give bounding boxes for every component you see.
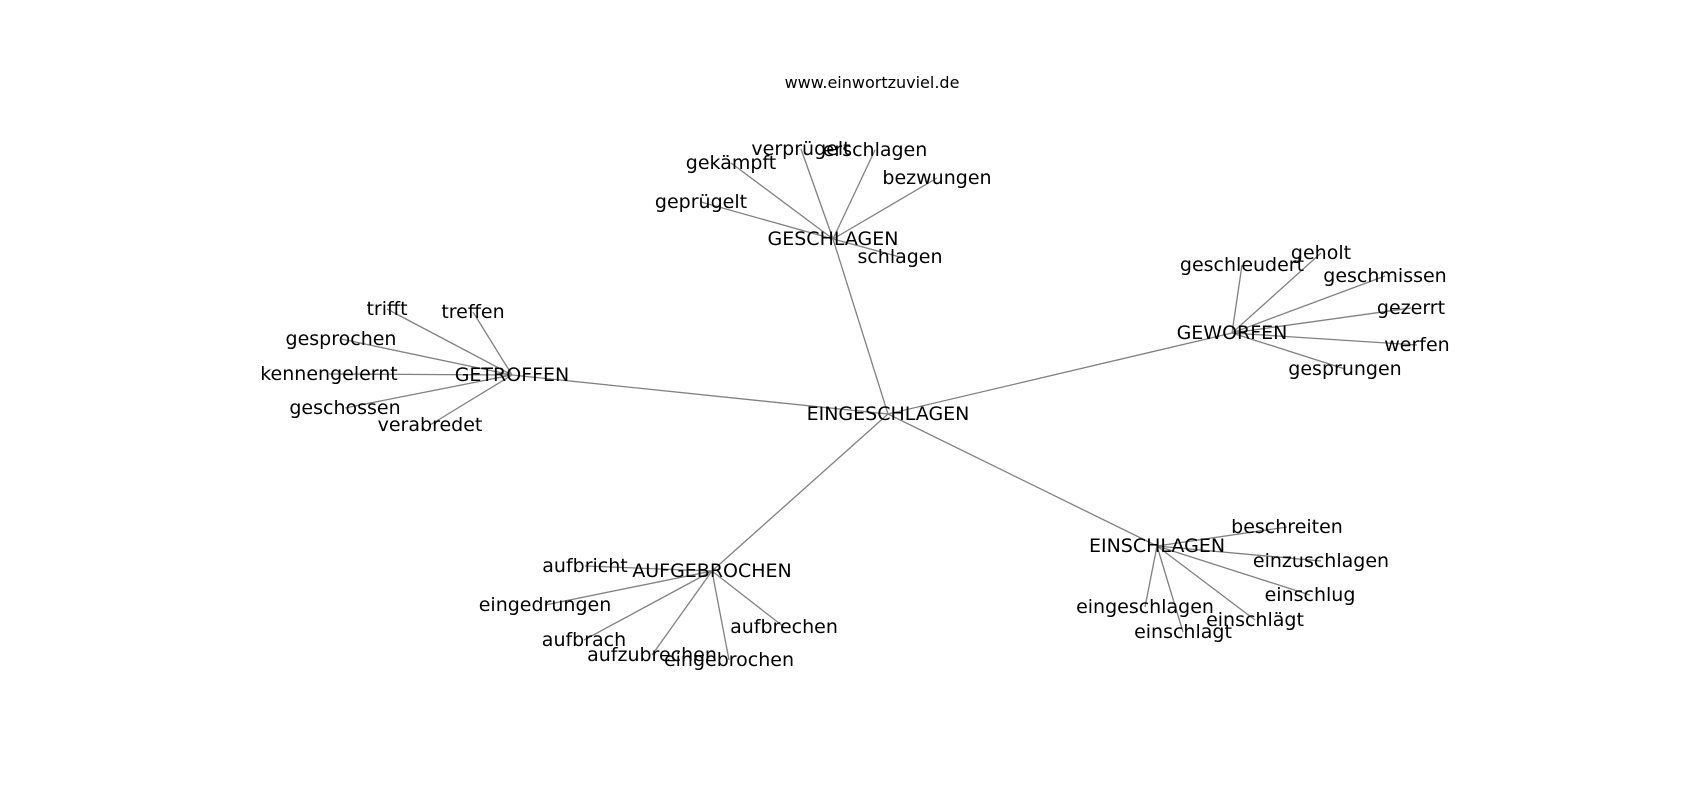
- node-leaf-einschlagen-3: einschlägt: [1206, 609, 1304, 631]
- node-leaf-einschlagen-0: beschreiten: [1231, 516, 1343, 538]
- node-leaf-aufgebrochen-5: aufbrechen: [730, 616, 838, 638]
- edges-layer: [328, 148, 1418, 661]
- node-leaf-geworfen-2: geschmissen: [1323, 265, 1446, 287]
- edge-einschlagen-4: [1156, 545, 1184, 633]
- node-hub-aufgebrochen: AUFGEBROCHEN: [632, 560, 792, 582]
- edge-geschlagen-2: [832, 149, 876, 240]
- node-leaf-geworfen-0: geschleudert: [1180, 254, 1304, 276]
- edge-geworfen-4: [1231, 332, 1418, 346]
- node-leaf-geschlagen-3: bezwungen: [882, 167, 991, 189]
- node-leaf-aufgebrochen-0: aufbricht: [542, 555, 627, 577]
- edge-einschlagen-2: [1156, 545, 1311, 596]
- edge-geschlagen-0: [730, 162, 834, 240]
- nodes-layer: EINGESCHLAGEN GESCHLAGEN gekämpftverprügel…: [260, 138, 1450, 671]
- edge-geschlagen-4: [700, 201, 834, 240]
- node-leaf-einschlagen-1: einzuschlagen: [1253, 550, 1389, 572]
- node-hub-geworfen: GEWORFEN: [1177, 322, 1288, 344]
- edge-aufgebrochen-5: [711, 570, 785, 628]
- node-leaf-geschlagen-4: geprügelt: [655, 191, 747, 213]
- edge-geschlagen-1: [800, 148, 834, 240]
- edge-geschlagen-5: [832, 238, 901, 258]
- site-url: www.einwortzuviel.de: [785, 73, 960, 92]
- node-leaf-getroffen-5: verabredet: [378, 414, 483, 436]
- node-leaf-getroffen-3: kennengelernt: [260, 363, 398, 385]
- edge-einschlagen-0: [1156, 526, 1288, 547]
- node-hub-getroffen: GETROFFEN: [455, 364, 570, 386]
- edge-aufgebrochen-0: [584, 565, 713, 572]
- node-leaf-geschlagen-5: schlagen: [857, 246, 942, 268]
- edge-getroffen-1: [472, 311, 513, 376]
- node-leaf-geworfen-3: gezerrt: [1377, 297, 1445, 319]
- node-leaf-einschlagen-5: eingeschlagen: [1076, 596, 1214, 618]
- edge-root-einschlagen: [887, 413, 1158, 547]
- node-leaf-aufgebrochen-3: aufzubrechen: [587, 644, 717, 666]
- edge-geschlagen-3: [832, 177, 938, 240]
- node-leaf-aufgebrochen-2: aufbrach: [542, 629, 626, 651]
- edge-geworfen-0: [1231, 264, 1243, 334]
- edge-getroffen-4: [344, 374, 513, 409]
- edge-root-geschlagen: [832, 238, 889, 415]
- edge-einschlagen-3: [1156, 545, 1256, 621]
- node-leaf-aufgebrochen-4: eingebrochen: [664, 649, 794, 671]
- edge-getroffen-5: [429, 374, 513, 426]
- edge-geworfen-3: [1231, 307, 1412, 334]
- edge-getroffen-3: [328, 373, 513, 376]
- node-leaf-aufgebrochen-1: eingedrungen: [479, 594, 612, 616]
- node-leaf-geschlagen-2: erschlagen: [823, 139, 928, 161]
- edge-root-geworfen: [887, 332, 1233, 415]
- edge-root-aufgebrochen: [711, 413, 889, 572]
- node-hub-einschlagen: EINSCHLAGEN: [1089, 535, 1225, 557]
- node-leaf-geworfen-5: gesprungen: [1288, 358, 1401, 380]
- node-leaf-getroffen-0: trifft: [366, 298, 407, 320]
- node-leaf-getroffen-2: gesprochen: [286, 328, 397, 350]
- edge-geworfen-2: [1231, 275, 1386, 334]
- node-root: EINGESCHLAGEN: [807, 403, 970, 425]
- node-leaf-geworfen-1: geholt: [1291, 242, 1351, 264]
- edge-getroffen-2: [340, 338, 513, 376]
- node-leaf-getroffen-4: geschossen: [289, 397, 400, 419]
- node-leaf-geschlagen-1: verprügelt: [751, 138, 850, 160]
- edge-root-getroffen: [511, 374, 889, 415]
- node-leaf-geschlagen-0: gekämpft: [686, 152, 776, 174]
- edge-aufgebrochen-1: [544, 570, 713, 606]
- node-leaf-getroffen-1: treffen: [441, 301, 504, 323]
- node-leaf-geworfen-4: werfen: [1384, 334, 1449, 356]
- edge-getroffen-0: [386, 308, 513, 376]
- edge-aufgebrochen-3: [651, 570, 713, 656]
- node-hub-geschlagen: GESCHLAGEN: [768, 228, 899, 250]
- edge-geworfen-5: [1231, 332, 1346, 370]
- edge-aufgebrochen-2: [583, 570, 713, 641]
- edge-einschlagen-5: [1144, 545, 1158, 608]
- node-leaf-einschlagen-2: einschlug: [1265, 584, 1356, 606]
- edge-geworfen-1: [1231, 252, 1322, 334]
- node-leaf-einschlagen-4: einschlagt: [1134, 621, 1232, 643]
- edge-aufgebrochen-4: [711, 570, 730, 661]
- edge-einschlagen-1: [1156, 545, 1322, 562]
